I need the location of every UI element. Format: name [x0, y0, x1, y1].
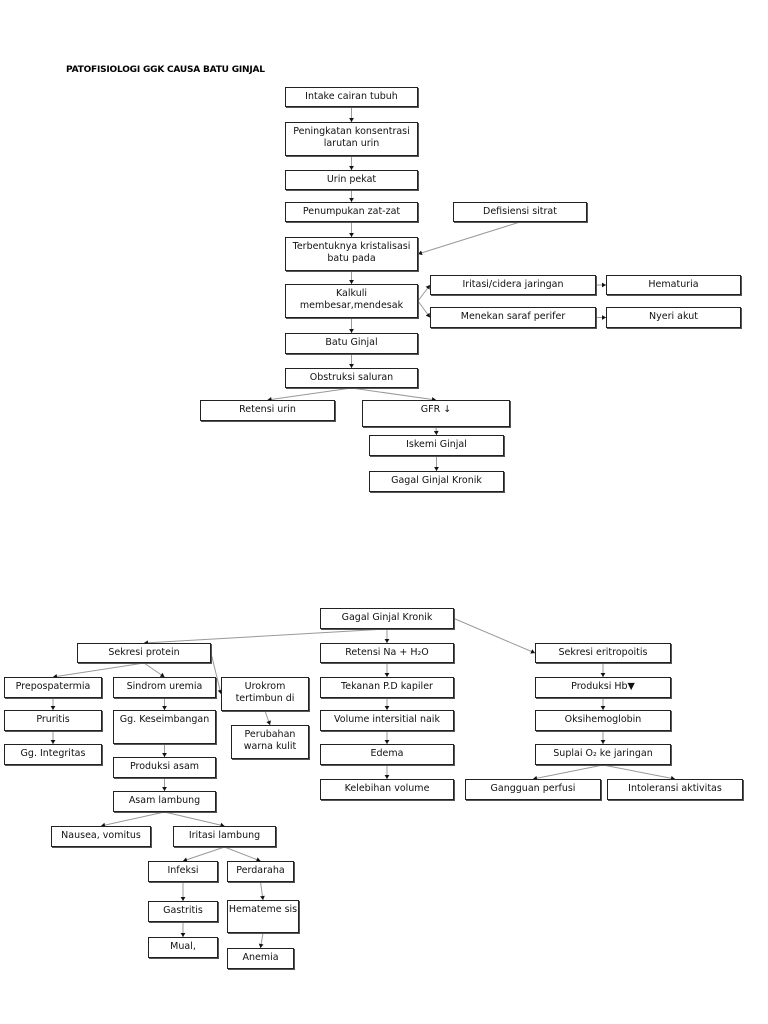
node-ggk2: Gagal Ginjal Kronik: [320, 608, 454, 629]
arrowhead-icon: [384, 775, 390, 779]
node-urokrom: Urokrom tertimbun di: [221, 677, 309, 711]
arrowhead-icon: [349, 166, 354, 170]
arrowhead-icon: [266, 720, 271, 725]
arrowhead-icon: [384, 673, 390, 677]
diagram-title: PATOFISIOLOGI GGK CAUSA BATU GINJAL: [66, 65, 265, 75]
edge-line: [143, 628, 388, 644]
node-hematuria: Hematuria: [606, 275, 741, 295]
arrowhead-icon: [349, 118, 354, 122]
arrowhead-icon: [425, 285, 430, 290]
node-perubahan: Perubahan warna kulit: [231, 725, 309, 759]
arrowhead-icon: [433, 430, 439, 435]
arrowhead-icon: [258, 943, 264, 948]
node-retensiurin: Retensi urin: [200, 400, 335, 421]
node-volume: Volume intersitial naik: [320, 710, 454, 731]
node-penumpukan: Penumpukan zat-zat: [285, 202, 418, 222]
arrowhead-icon: [162, 787, 167, 791]
node-batu: Batu Ginjal: [285, 333, 418, 354]
node-sindrom: Sindrom uremia: [113, 677, 216, 698]
node-ggint: Gg. Integritas: [4, 744, 102, 765]
node-produksiasam: Produksi asam: [113, 757, 216, 778]
edge-line: [164, 811, 225, 827]
arrowhead-icon: [384, 740, 390, 744]
arrowhead-icon: [260, 895, 265, 900]
node-gfr: GFR ↓: [362, 400, 510, 427]
node-gangguan: Gangguan perfusi: [465, 779, 601, 800]
arrowhead-icon: [434, 467, 439, 471]
node-suplai: Suplai O₂ ke jaringan: [535, 744, 671, 765]
node-mual: Mual,: [148, 937, 218, 958]
node-urinpekat: Urin pekat: [285, 170, 418, 190]
edge-line: [417, 221, 521, 255]
node-infeksi: Infeksi: [148, 861, 218, 882]
arrowhead-icon: [425, 312, 430, 318]
node-pruritis: Pruritis: [4, 710, 102, 731]
arrowhead-icon: [384, 639, 390, 643]
edge-line: [143, 662, 165, 678]
edge-line: [351, 387, 437, 401]
arrowhead-icon: [602, 282, 606, 288]
arrowhead-icon: [162, 753, 167, 757]
node-iskemi: Iskemi Ginjal: [369, 435, 504, 456]
edge-line: [602, 764, 676, 780]
node-peningkatan: Peningkatan konsentrasi larutan urin: [285, 122, 418, 156]
arrowhead-icon: [600, 673, 606, 677]
edge-line: [267, 387, 352, 401]
node-kelebihan: Kelebihan volume: [320, 779, 454, 800]
node-terbentuknya: Terbentuknya kristalisasi batu pada: [285, 237, 418, 271]
node-produksihb: Produksi Hb▼: [535, 677, 671, 698]
node-menekan: Menekan saraf perifer: [430, 307, 596, 328]
node-gastritis: Gastritis: [148, 901, 218, 922]
node-nausea: Nausea, vomitus: [51, 826, 151, 847]
arrowhead-icon: [349, 364, 354, 368]
arrowhead-icon: [349, 198, 354, 202]
arrowhead-icon: [384, 706, 390, 710]
arrowhead-icon: [349, 233, 354, 237]
edge-line: [453, 618, 536, 654]
node-iritasilambung: Iritasi lambung: [173, 826, 276, 847]
arrowhead-icon: [602, 315, 606, 320]
node-anemia: Anemia: [227, 948, 294, 969]
arrowhead-icon: [183, 857, 188, 862]
node-tekanan: Tekanan P.D kapiler: [320, 677, 454, 698]
edge-line: [224, 846, 261, 862]
arrowhead-icon: [50, 740, 56, 744]
edge-line: [52, 662, 145, 678]
node-ggkes: Gg. Keseimbangan: [113, 710, 216, 744]
arrowhead-icon: [180, 933, 186, 937]
arrowhead-icon: [180, 897, 186, 901]
node-ggk1: Gagal Ginjal Kronik: [369, 471, 504, 492]
arrowhead-icon: [159, 672, 165, 677]
arrowhead-icon: [530, 649, 535, 654]
node-intake: Intake cairan tubuh: [285, 87, 418, 107]
node-prepos: Prepospatermia: [4, 677, 102, 698]
arrowhead-icon: [162, 706, 167, 710]
node-perdaraha: Perdaraha: [227, 861, 294, 882]
arrowhead-icon: [50, 706, 56, 710]
node-sekresiprotein: Sekresi protein: [77, 643, 211, 663]
arrowhead-icon: [349, 329, 354, 333]
arrowhead-icon: [349, 280, 354, 284]
node-obstruksi: Obstruksi saluran: [285, 368, 418, 388]
node-defisiensi: Defisiensi sitrat: [453, 202, 587, 222]
arrowhead-icon: [600, 706, 606, 710]
edge-line: [532, 764, 604, 780]
node-sekresieritro: Sekresi eritropoitis: [535, 643, 671, 663]
node-hematemesis: Hemateme sis: [227, 900, 299, 933]
edge-line: [182, 846, 225, 862]
arrowhead-icon: [600, 740, 606, 744]
edge-line: [210, 652, 222, 695]
arrowhead-icon: [418, 250, 423, 256]
node-iritasi: Iritasi/cidera jaringan: [430, 275, 596, 295]
node-edema: Edema: [320, 744, 454, 765]
node-intoleransi: Intoleransi aktivitas: [607, 779, 743, 800]
node-nyeri: Nyeri akut: [606, 307, 741, 328]
edge-line: [100, 811, 165, 827]
node-kalkuli: Kalkuli membesar,mendesak: [285, 284, 418, 318]
node-asamlambung: Asam lambung: [113, 791, 216, 812]
node-oksi: Oksihemoglobin: [535, 710, 671, 731]
arrowhead-icon: [255, 857, 261, 862]
node-retensina: Retensi Na + H₂O: [320, 643, 454, 663]
